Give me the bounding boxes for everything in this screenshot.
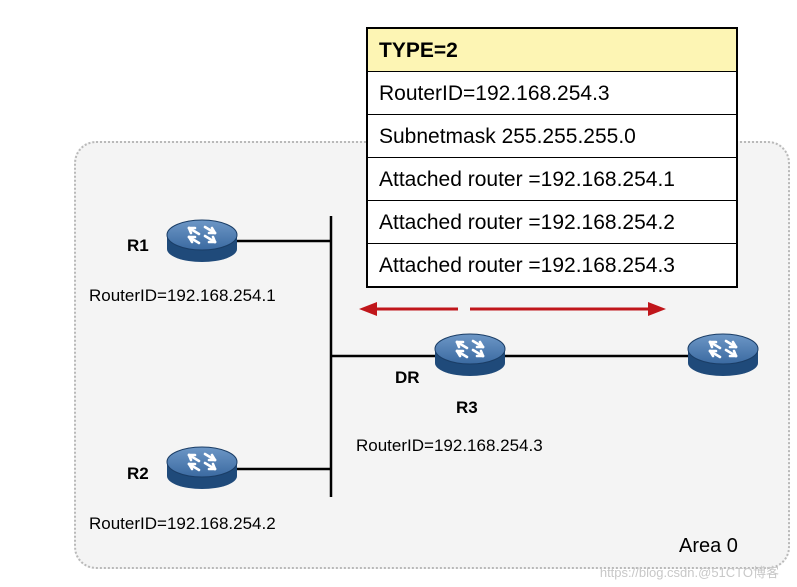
lsa-attached-router: Attached router =192.168.254.3 bbox=[368, 243, 736, 286]
lsa-subnet-mask: Subnetmask 255.255.255.0 bbox=[368, 114, 736, 157]
router-r3-label: R3 bbox=[456, 398, 478, 417]
router-icon bbox=[686, 332, 760, 378]
router-icon bbox=[165, 218, 239, 264]
router-r2-id: RouterID=192.168.254.2 bbox=[89, 514, 276, 533]
router-icon bbox=[165, 445, 239, 491]
router-r2-label: R2 bbox=[127, 464, 149, 483]
lsa-flood-left-arrow bbox=[359, 302, 458, 316]
router-icon bbox=[433, 332, 507, 378]
router-r3-role: DR bbox=[395, 368, 420, 387]
router-r1-id: RouterID=192.168.254.1 bbox=[89, 286, 276, 305]
area-label: Area 0 bbox=[679, 535, 738, 557]
lsa-type-header: TYPE=2 bbox=[368, 29, 736, 71]
lsa-router-id: RouterID=192.168.254.3 bbox=[368, 71, 736, 114]
watermark: https://blog.csdn.@51CTO博客 bbox=[599, 565, 779, 580]
lsa-attached-router: Attached router =192.168.254.1 bbox=[368, 157, 736, 200]
lsa-attached-router: Attached router =192.168.254.2 bbox=[368, 200, 736, 243]
lsa-type2-table: TYPE=2 RouterID=192.168.254.3 Subnetmask… bbox=[366, 27, 738, 288]
router-r3-id: RouterID=192.168.254.3 bbox=[356, 436, 543, 455]
lsa-flood-right-arrow bbox=[470, 302, 666, 316]
router-r1-label: R1 bbox=[127, 236, 149, 255]
